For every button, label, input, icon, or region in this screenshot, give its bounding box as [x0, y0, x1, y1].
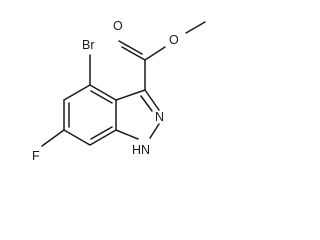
atom-label-n2: N — [155, 110, 164, 124]
atom-label-f: F — [32, 149, 40, 163]
bond-c3a-c4 — [89, 84, 117, 101]
bond-c6-c7 — [63, 129, 91, 146]
bond-carbonyl-c-o-double — [118, 40, 143, 55]
atom-label-o-ester: O — [169, 33, 179, 47]
bond-c4-c5 — [63, 84, 91, 101]
atom-label-n1: N — [141, 143, 150, 157]
molecule-structure-diagram: Br F N H N O O — [32, 19, 206, 163]
bond-n2-n1 — [149, 123, 160, 139]
atom-label-o-carbonyl: O — [113, 19, 123, 33]
bond-c3a-c3 — [115, 89, 146, 101]
bond-oester-methyl — [185, 21, 206, 34]
bond-carbonyl-c-o — [121, 46, 146, 61]
atom-label-br: Br — [82, 38, 95, 52]
bond-c3-n2-inner — [140, 95, 153, 112]
bond-c7-c7a-inner — [90, 126, 113, 140]
bond-c7-c7a — [89, 129, 117, 146]
bond-c6-f — [41, 129, 65, 147]
bond-n1-c7a — [115, 129, 139, 140]
atom-label-n1-h: H — [132, 143, 141, 157]
bond-c3a-c4-inner — [90, 90, 113, 104]
bond-c3-n2 — [144, 89, 160, 111]
bond-c-oester — [144, 46, 166, 61]
